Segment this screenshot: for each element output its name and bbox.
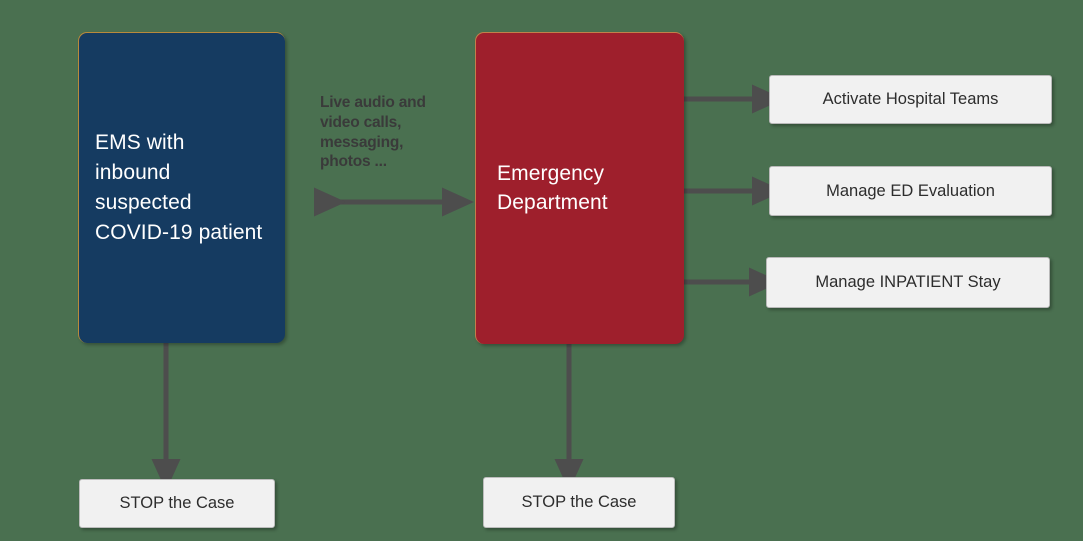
stop-the-case-box-ems[interactable]: STOP the Case bbox=[79, 479, 275, 528]
action-label-manage-inpatient-stay: Manage INPATIENT Stay bbox=[815, 273, 1001, 291]
communication-methods-note: Live audio and video calls, messaging, p… bbox=[320, 94, 426, 171]
emergency-department-actor-label: Emergency Department bbox=[497, 161, 608, 214]
emergency-department-actor-box[interactable]: Emergency Department bbox=[475, 32, 684, 344]
stop-the-case-box-ed[interactable]: STOP the Case bbox=[483, 477, 675, 528]
ems-actor-label: EMS with inbound suspected COVID-19 pati… bbox=[95, 131, 263, 244]
action-label-manage-ed-evaluation: Manage ED Evaluation bbox=[826, 181, 995, 200]
stop-the-case-label-ems: STOP the Case bbox=[119, 494, 235, 512]
action-box-activate-hospital-teams[interactable]: Activate Hospital Teams bbox=[769, 75, 1052, 124]
action-label-activate-hospital-teams: Activate Hospital Teams bbox=[822, 90, 999, 108]
stop-the-case-label-ed: STOP the Case bbox=[521, 493, 637, 511]
ems-actor-box[interactable]: EMS with inbound suspected COVID-19 pati… bbox=[78, 32, 285, 343]
action-box-manage-ed-evaluation[interactable]: Manage ED Evaluation bbox=[769, 166, 1052, 216]
action-box-manage-inpatient-stay[interactable]: Manage INPATIENT Stay bbox=[766, 257, 1050, 308]
